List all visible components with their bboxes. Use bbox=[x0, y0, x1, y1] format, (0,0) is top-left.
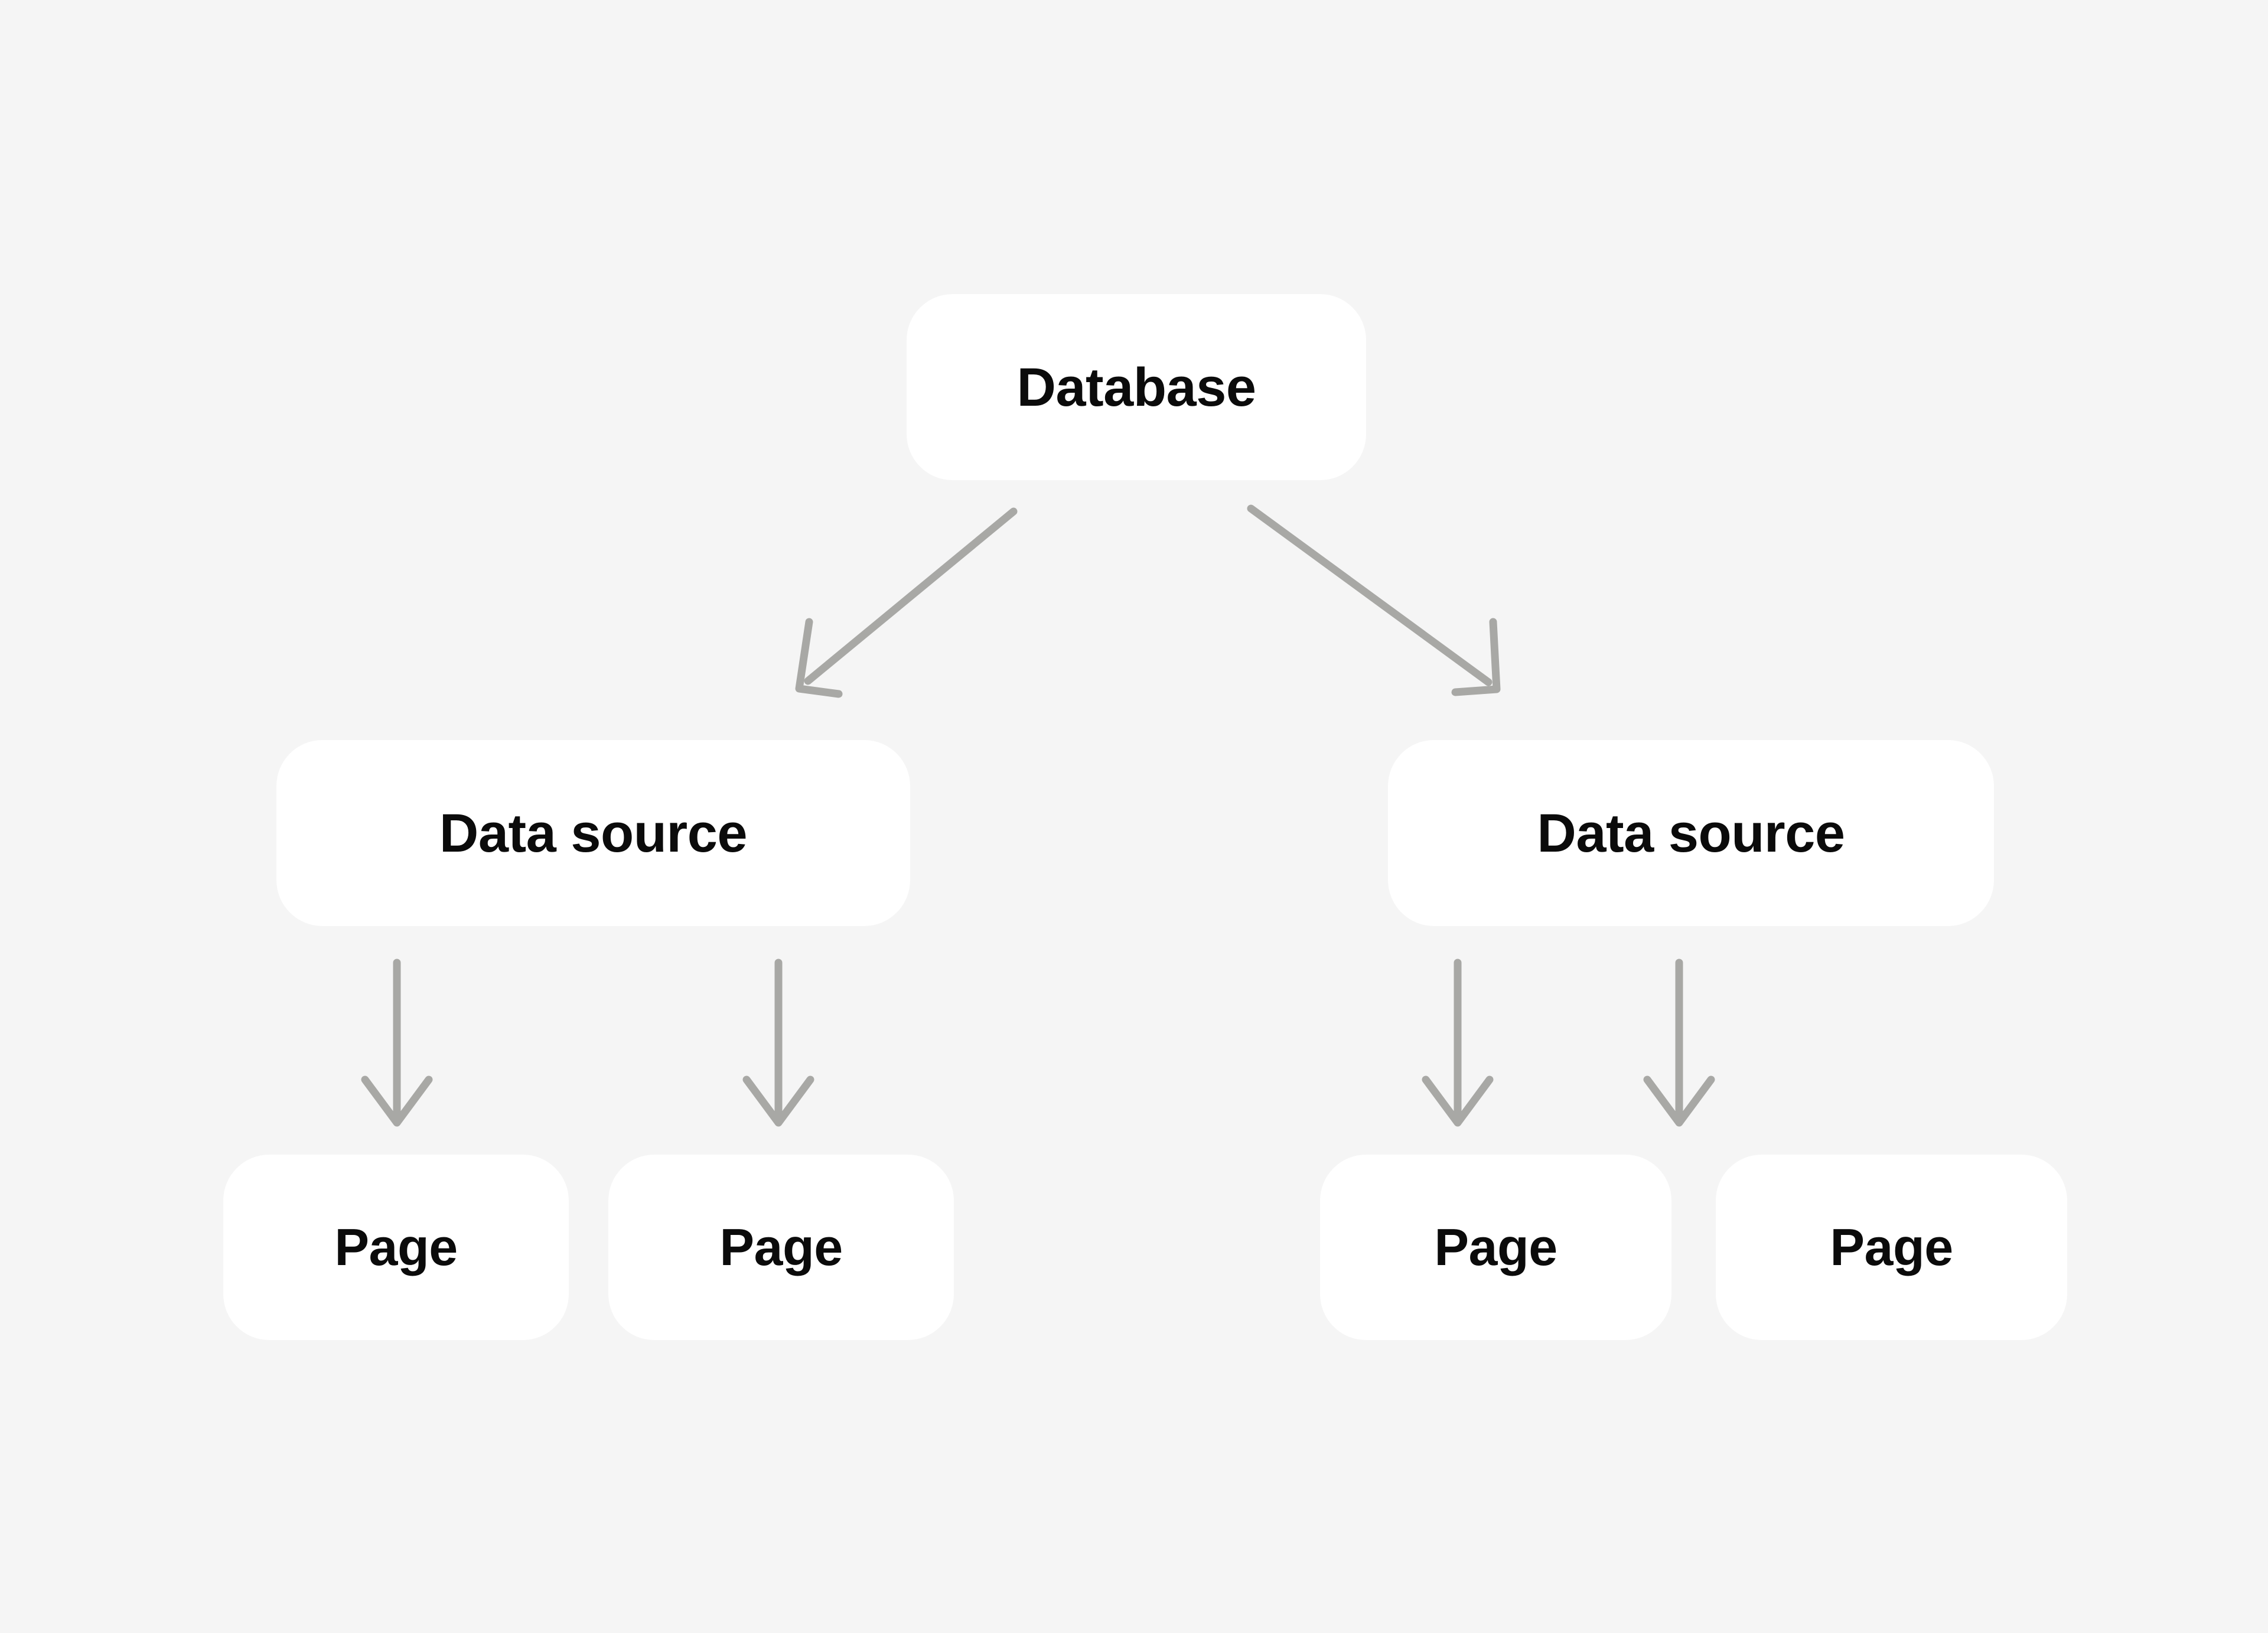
node-data-source-2-label: Data source bbox=[1537, 803, 1845, 863]
edge-data-source-1-to-page-2 bbox=[742, 959, 814, 1127]
edge-database-to-data-source-1 bbox=[795, 507, 1018, 698]
node-page-3[interactable]: Page bbox=[1320, 1155, 1671, 1340]
edge-data-source-2-to-page-3 bbox=[1422, 959, 1494, 1127]
node-page-2-label: Page bbox=[719, 1218, 843, 1276]
node-data-source-2[interactable]: Data source bbox=[1388, 740, 1994, 926]
node-page-2[interactable]: Page bbox=[608, 1155, 954, 1340]
edge-data-source-2-to-page-4 bbox=[1643, 959, 1715, 1127]
node-data-source-1-label: Data source bbox=[439, 803, 748, 863]
node-page-3-label: Page bbox=[1434, 1218, 1557, 1276]
edge-database-to-data-source-2 bbox=[1247, 504, 1501, 696]
node-database-label: Database bbox=[1016, 357, 1256, 418]
node-page-1[interactable]: Page bbox=[223, 1155, 569, 1340]
node-page-4-label: Page bbox=[1830, 1218, 1953, 1276]
node-data-source-1[interactable]: Data source bbox=[276, 740, 910, 926]
node-database[interactable]: Database bbox=[907, 294, 1366, 480]
node-page-1-label: Page bbox=[334, 1218, 458, 1276]
node-page-4[interactable]: Page bbox=[1716, 1155, 2067, 1340]
edge-data-source-1-to-page-1 bbox=[361, 959, 433, 1127]
